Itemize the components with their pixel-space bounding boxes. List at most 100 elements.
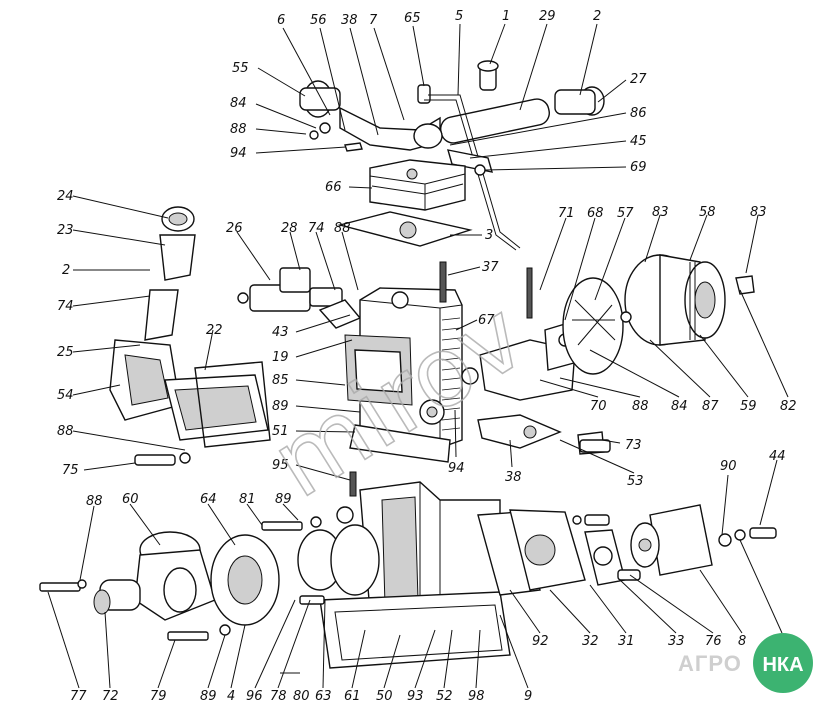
label-51: 51 — [272, 424, 289, 439]
label-38: 38 — [341, 13, 358, 28]
label-78: 78 — [270, 689, 287, 704]
crankcase-9 — [319, 471, 511, 669]
label-27: 27 — [630, 72, 647, 87]
label-52: 52 — [436, 689, 453, 704]
label-5: 5 — [455, 9, 463, 24]
label-88-right: 88 — [632, 399, 649, 414]
label-73: 73 — [625, 438, 642, 453]
label-95: 95 — [272, 458, 289, 473]
label-68: 68 — [587, 206, 604, 221]
agronka-logo: АГРО НКА — [668, 627, 818, 697]
label-57: 57 — [617, 206, 634, 221]
label-1: 1 — [502, 9, 510, 24]
label-89-mid: 89 — [272, 399, 289, 414]
label-31: 31 — [618, 634, 635, 649]
logo-text-right: НКА — [762, 654, 803, 676]
label-66: 66 — [325, 180, 342, 195]
label-74-left: 74 — [57, 299, 74, 314]
end-cover-stack — [477, 509, 626, 596]
label-83-left: 83 — [652, 205, 669, 220]
carburettor-70 — [461, 267, 586, 401]
label-6: 6 — [277, 13, 285, 28]
label-90: 90 — [720, 459, 737, 474]
label-54: 54 — [57, 388, 74, 403]
label-76: 76 — [705, 634, 722, 649]
air-filter-58 — [620, 254, 755, 346]
label-93: 93 — [407, 689, 424, 704]
parts-artwork — [39, 60, 777, 669]
fan-disc-57 — [562, 277, 624, 375]
label-23: 23 — [57, 223, 74, 238]
label-26: 26 — [226, 221, 243, 236]
label-88-left: 88 — [57, 424, 74, 439]
label-2-top: 2 — [593, 9, 601, 24]
label-43: 43 — [272, 325, 289, 340]
label-24: 24 — [57, 189, 74, 204]
label-56: 56 — [310, 13, 327, 28]
label-19: 19 — [272, 350, 289, 365]
label-80: 80 — [293, 689, 310, 704]
label-8: 8 — [738, 634, 746, 649]
label-94-mid: 94 — [448, 461, 465, 476]
label-60: 60 — [122, 492, 139, 507]
label-83-right: 83 — [750, 205, 767, 220]
label-45: 45 — [630, 134, 647, 149]
label-81: 81 — [239, 492, 256, 507]
label-4: 4 — [227, 689, 235, 704]
label-74-mid: 74 — [308, 221, 325, 236]
label-65: 65 — [404, 11, 421, 26]
label-79: 79 — [150, 689, 167, 704]
label-82: 82 — [780, 399, 797, 414]
logo-circle — [753, 633, 813, 693]
leader-lines — [47, 23, 789, 689]
label-77: 77 — [70, 689, 87, 704]
label-55: 55 — [232, 61, 249, 76]
label-9: 9 — [524, 689, 532, 704]
label-37: 37 — [482, 260, 499, 275]
label-28: 28 — [281, 221, 298, 236]
label-84-top: 84 — [230, 96, 247, 111]
label-58: 58 — [699, 205, 716, 220]
logo-text-left: АГРО — [678, 651, 742, 676]
label-33: 33 — [668, 634, 685, 649]
label-25: 25 — [57, 345, 74, 360]
label-53: 53 — [627, 474, 644, 489]
label-88-top: 88 — [230, 122, 247, 137]
label-71: 71 — [558, 206, 575, 221]
label-89-left: 89 — [200, 689, 217, 704]
label-44: 44 — [769, 449, 786, 464]
label-61: 61 — [344, 689, 361, 704]
label-3: 3 — [485, 228, 493, 243]
magneto-8 — [617, 504, 777, 581]
starter-housing-60 — [39, 516, 380, 641]
label-59: 59 — [740, 399, 757, 414]
label-89-bottom: 89 — [275, 492, 292, 507]
label-22: 22 — [206, 323, 223, 338]
label-87-right: 87 — [702, 399, 719, 414]
label-64: 64 — [200, 492, 217, 507]
label-98: 98 — [468, 689, 485, 704]
filter-block-66 — [369, 159, 466, 211]
label-96: 96 — [246, 689, 263, 704]
label-85: 85 — [272, 373, 289, 388]
label-75: 75 — [62, 463, 79, 478]
bracket-53 — [477, 414, 562, 449]
label-32: 32 — [582, 634, 599, 649]
label-88-bottom: 88 — [86, 494, 103, 509]
label-72: 72 — [102, 689, 119, 704]
label-70: 70 — [590, 399, 607, 414]
label-7: 7 — [369, 13, 378, 28]
label-84-right: 84 — [671, 399, 688, 414]
label-38-mid: 38 — [505, 470, 522, 485]
label-94-top: 94 — [230, 146, 247, 161]
label-86: 86 — [630, 106, 647, 121]
cylinder-housing-19 — [344, 261, 463, 463]
label-63: 63 — [315, 689, 332, 704]
part-number-labels: 6 56 38 7 65 5 1 29 2 27 55 84 88 94 86 … — [57, 9, 797, 704]
label-88-mid: 88 — [334, 221, 351, 236]
label-50: 50 — [376, 689, 393, 704]
intake-pipe-left — [109, 206, 271, 448]
label-92: 92 — [532, 634, 549, 649]
fuel-pump-26 — [237, 267, 362, 329]
